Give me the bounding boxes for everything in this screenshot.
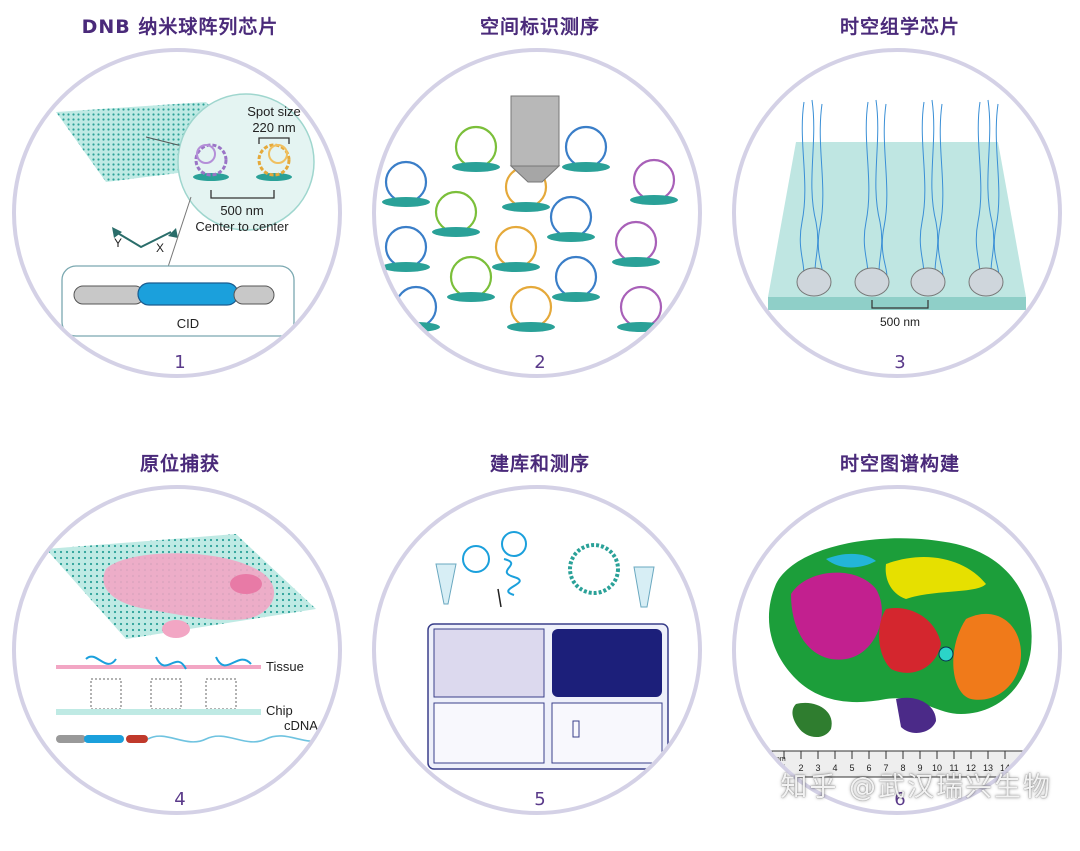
ruler-tick-label: 7 (883, 763, 888, 773)
ruler-tick-label: 14 (1000, 763, 1010, 773)
ruler-tick-label: 3 (815, 763, 820, 773)
panel-title: 时空组学芯片 (839, 16, 960, 38)
step-number: 3 (894, 352, 906, 373)
sequencing-illustration (382, 95, 678, 332)
watermark: 知乎 @武汉瑞兴生物 (780, 772, 1052, 803)
panel-dnb-array-chip: DNB 纳米球阵列芯片 Spot size 220 nm 500 nm Cent… (0, 0, 360, 414)
pitch-label: 500 nm (220, 203, 263, 218)
step-number: 1 (174, 352, 186, 373)
ruler-tick-label: 2 (798, 763, 803, 773)
panel-title: DNB 纳米球阵列芯片 (81, 16, 279, 38)
chip-label: Chip (266, 703, 293, 718)
panel-in-situ-capture: 原位捕获 Tissue Chip cDNA (0, 437, 360, 851)
chip-illustration: 500 nm (768, 99, 1026, 329)
spot-size-label: Spot size (247, 104, 300, 119)
ruler-unit: mm (774, 756, 786, 763)
cdna-label: cDNA (284, 718, 318, 733)
panel-title: 建库和测序 (489, 453, 590, 475)
step-number: 5 (534, 789, 546, 810)
axis-x-label: X (156, 241, 164, 255)
panel-title: 原位捕获 (139, 453, 220, 475)
ruler-tick-label: 4 (832, 763, 837, 773)
dnb-chip-illustration: Spot size 220 nm 500 nm Center to center… (56, 93, 315, 337)
ruler-tick-label: 6 (866, 763, 871, 773)
ruler-tick-label: 13 (983, 763, 993, 773)
illustration-circle: Tissue Chip cDNA (12, 485, 342, 815)
panel-title: 时空图谱构建 (839, 453, 960, 475)
ruler-tick-label: 1 (781, 763, 786, 773)
ruler-tick-label: 8 (900, 763, 905, 773)
ruler-tick-label: 5 (849, 763, 854, 773)
ruler-tick-label: 11 (949, 763, 958, 773)
axis-y-label: Y (114, 236, 122, 250)
illustration-circle (372, 485, 702, 815)
ruler-tick-label: 10 (932, 763, 942, 773)
illustration-circle: Spot size 220 nm 500 nm Center to center… (12, 48, 342, 378)
pitch-label: 500 nm (880, 315, 920, 329)
ruler-tick-label: 12 (966, 763, 976, 773)
library-illustration (427, 531, 669, 770)
capture-illustration: Tissue Chip cDNA (46, 534, 322, 743)
panel-spatiotemporal-chip: 时空组学芯片 500 nm 3 (720, 0, 1080, 414)
step-number: 2 (534, 352, 546, 373)
panel-library-and-sequencing: 建库和测序 5 (360, 437, 720, 851)
illustration-circle (372, 48, 702, 378)
cid-label: CID (177, 316, 199, 331)
spot-size-value: 220 nm (252, 120, 295, 135)
step-number: 4 (174, 789, 186, 810)
tissue-label: Tissue (266, 659, 304, 674)
pitch-sublabel: Center to center (195, 219, 289, 234)
panel-spatial-barcode-sequencing: 空间标识测序 2 (360, 0, 720, 414)
step-number: 6 (894, 789, 906, 810)
ruler-tick-label: 9 (917, 763, 922, 773)
panel-title: 空间标识测序 (479, 16, 600, 38)
illustration-circle: 500 nm (732, 48, 1062, 378)
